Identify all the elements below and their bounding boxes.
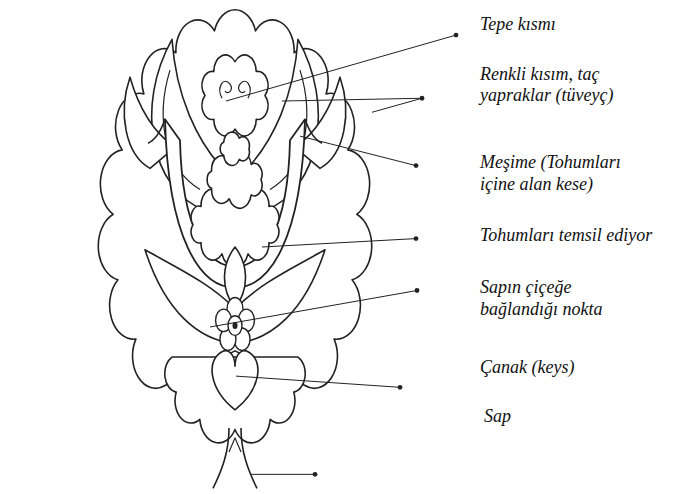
top-cloud — [202, 55, 268, 136]
part-label: Çanak (keys) — [480, 357, 685, 379]
leader-line — [226, 35, 456, 101]
part-label: Meşime (Tohumları içine alan kese) — [480, 152, 640, 195]
stem-line — [229, 438, 241, 452]
stem-line — [241, 428, 257, 488]
leader-dot — [415, 288, 420, 293]
flower-drawing — [98, 10, 371, 489]
part-label: Sapın çiçeğe bağlandığı nokta — [480, 277, 640, 320]
leader-lines — [210, 33, 458, 477]
outer-cloud — [98, 10, 371, 388]
leader-dot — [414, 236, 419, 241]
leader-line — [262, 239, 416, 247]
leader-dot — [414, 163, 419, 168]
stem-line — [213, 428, 229, 488]
top-spiral — [220, 81, 231, 98]
seed-cloud — [220, 132, 249, 165]
joint-center — [228, 316, 242, 336]
pouch-tip — [148, 119, 165, 143]
sepal-leaf — [145, 250, 235, 344]
part-label: Sap — [484, 406, 584, 428]
leader-line — [372, 98, 422, 112]
part-label: Tepe kısmı — [480, 14, 685, 36]
leader-dot — [398, 385, 403, 390]
leader-line — [236, 376, 400, 387]
leader-dot — [313, 472, 318, 477]
sepal-leaf — [235, 250, 325, 344]
leader-line — [300, 136, 416, 165]
leader-line — [210, 291, 417, 327]
part-label: Renkli kısım, taç yapraklar (tüveyç) — [480, 64, 640, 107]
leader-line — [282, 98, 422, 101]
leader-line — [250, 474, 315, 475]
calyx-heart — [212, 351, 258, 410]
part-label: Tohumları temsil ediyor — [480, 225, 685, 247]
leader-dot — [454, 33, 459, 38]
